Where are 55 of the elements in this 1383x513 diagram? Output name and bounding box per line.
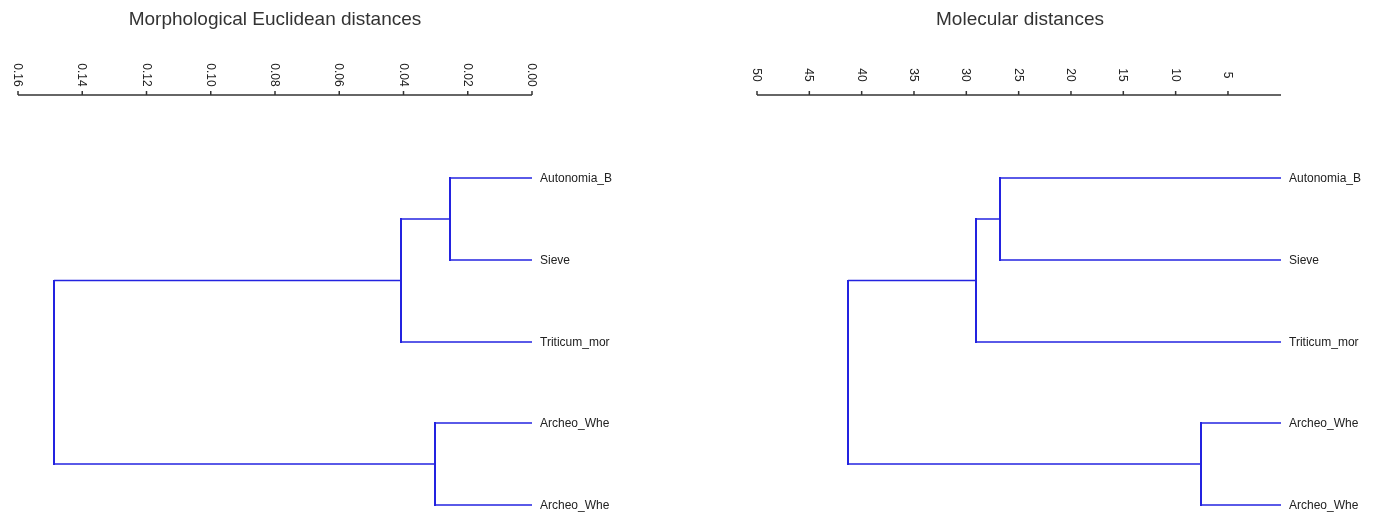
leaf-label: Autonomia_B — [1281, 171, 1362, 185]
tick-label: 0.02 — [460, 63, 475, 87]
branch-line — [999, 177, 1282, 179]
clade-line — [847, 280, 849, 465]
tick-label: 0.16 — [11, 63, 25, 87]
leaf-label: Sieve — [532, 253, 571, 267]
leaf-label: Archeo_Whe — [1281, 498, 1359, 512]
leaf-label: Sieve — [1281, 253, 1320, 267]
branch-line — [847, 463, 1202, 465]
leaf-label: Archeo_Whe — [1281, 416, 1359, 430]
branch-line — [53, 279, 402, 282]
branch-line — [400, 218, 451, 220]
branch-line — [400, 341, 533, 343]
tick-label: 10 — [1168, 68, 1183, 82]
clade-line — [975, 218, 977, 343]
clade-line — [434, 422, 436, 506]
leaf-label: Autonomia_B — [532, 171, 613, 185]
branch-line — [975, 218, 1001, 220]
branch-line — [53, 463, 436, 465]
tick-label: 0.00 — [525, 63, 539, 87]
clade-line — [999, 177, 1001, 261]
branch-line — [449, 177, 533, 179]
tick-label: 40 — [854, 68, 869, 82]
chart-title: Morphological Euclidean distances — [128, 8, 422, 30]
branch-line — [434, 504, 533, 506]
tick-label: 0.10 — [203, 63, 218, 87]
leaf-label: Archeo_Whe — [532, 416, 610, 430]
clade-line — [449, 177, 451, 261]
branch-line — [1200, 422, 1282, 424]
tick-label: 20 — [1063, 68, 1078, 82]
branch-line — [847, 279, 977, 282]
tick-label: 35 — [907, 68, 921, 82]
clade-line — [1200, 422, 1202, 506]
leaf-label: Triticum_mor — [532, 335, 610, 349]
tick-label: 0.06 — [332, 63, 347, 87]
tick-label: 15 — [1116, 68, 1131, 82]
tick-label: 0.08 — [268, 63, 282, 87]
branch-line — [1200, 504, 1282, 506]
tick-label: 50 — [750, 68, 764, 82]
tick-label: 0.14 — [75, 63, 90, 87]
tick-label: 5 — [1220, 71, 1235, 79]
tick-label: 0.04 — [396, 63, 411, 87]
tick-label: 45 — [802, 68, 817, 82]
branch-line — [999, 259, 1282, 261]
branch-line — [975, 341, 1282, 343]
tick-label: 0.12 — [139, 63, 154, 87]
leaf-label: Triticum_mor — [1281, 335, 1359, 349]
clade-line — [400, 218, 402, 343]
leaf-label: Archeo_Whe — [532, 498, 610, 512]
clade-line — [53, 280, 55, 465]
tick-label: 25 — [1011, 68, 1026, 82]
branch-line — [434, 422, 533, 424]
tick-label: 30 — [959, 68, 974, 82]
branch-line — [449, 259, 533, 261]
chart-title: Molecular distances — [936, 8, 1104, 30]
